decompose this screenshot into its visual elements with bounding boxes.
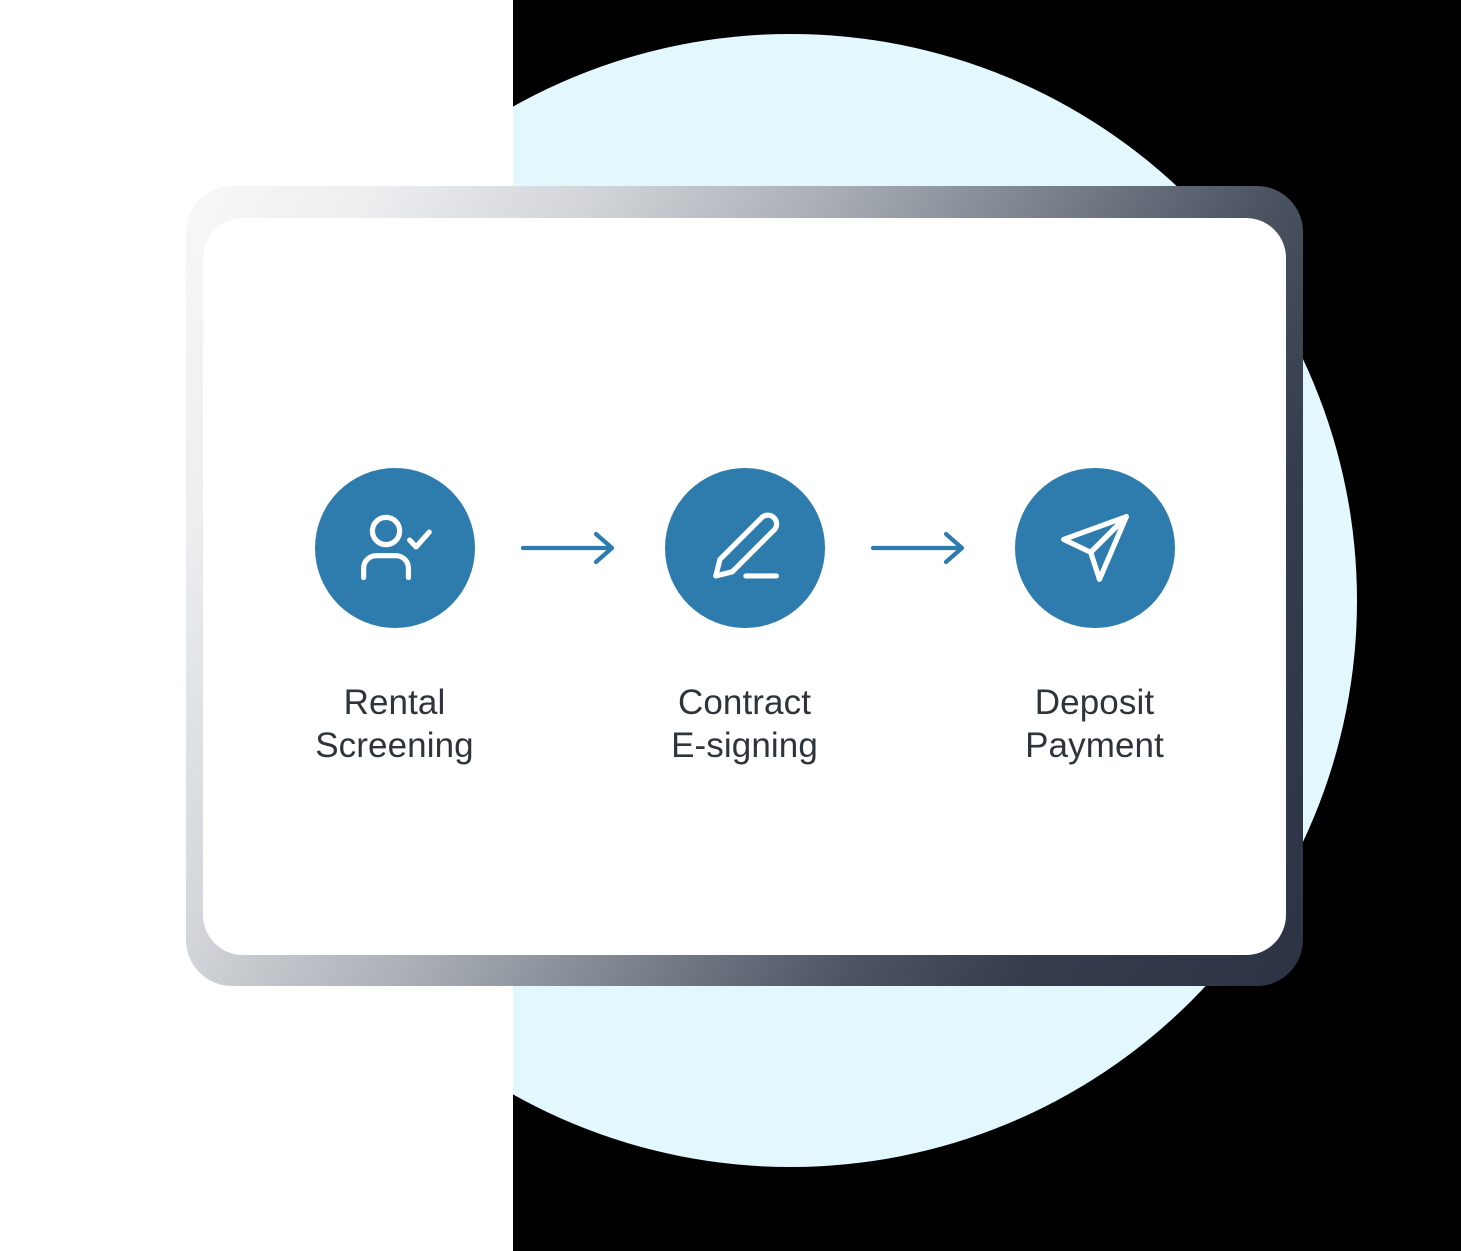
- process-card: Rental Screening: [203, 218, 1286, 955]
- flow-step-label: Deposit Payment: [1025, 683, 1164, 765]
- process-flow: Rental Screening: [203, 468, 1286, 767]
- step-icon-badge: [1014, 468, 1175, 628]
- flow-connector-2: [861, 468, 979, 628]
- send-paper-plane-icon: [1052, 505, 1138, 591]
- pen-signature-icon: [702, 505, 788, 591]
- flow-step-label: Contract E-signing: [671, 683, 818, 765]
- arrow-right-icon: [870, 531, 970, 565]
- arrow-right-icon: [520, 531, 620, 565]
- step-icon-badge: [314, 468, 475, 628]
- card-stack: Rental Screening: [186, 186, 1303, 986]
- step-icon-badge: [664, 468, 825, 628]
- flow-step-rental-screening[interactable]: Rental Screening: [279, 468, 511, 767]
- flow-connector-1: [511, 468, 629, 628]
- user-check-icon: [352, 505, 438, 591]
- flow-step-deposit-payment[interactable]: Deposit Payment: [979, 468, 1211, 767]
- flow-step-contract-esigning[interactable]: Contract E-signing: [629, 468, 861, 767]
- flow-step-label: Rental Screening: [315, 683, 474, 765]
